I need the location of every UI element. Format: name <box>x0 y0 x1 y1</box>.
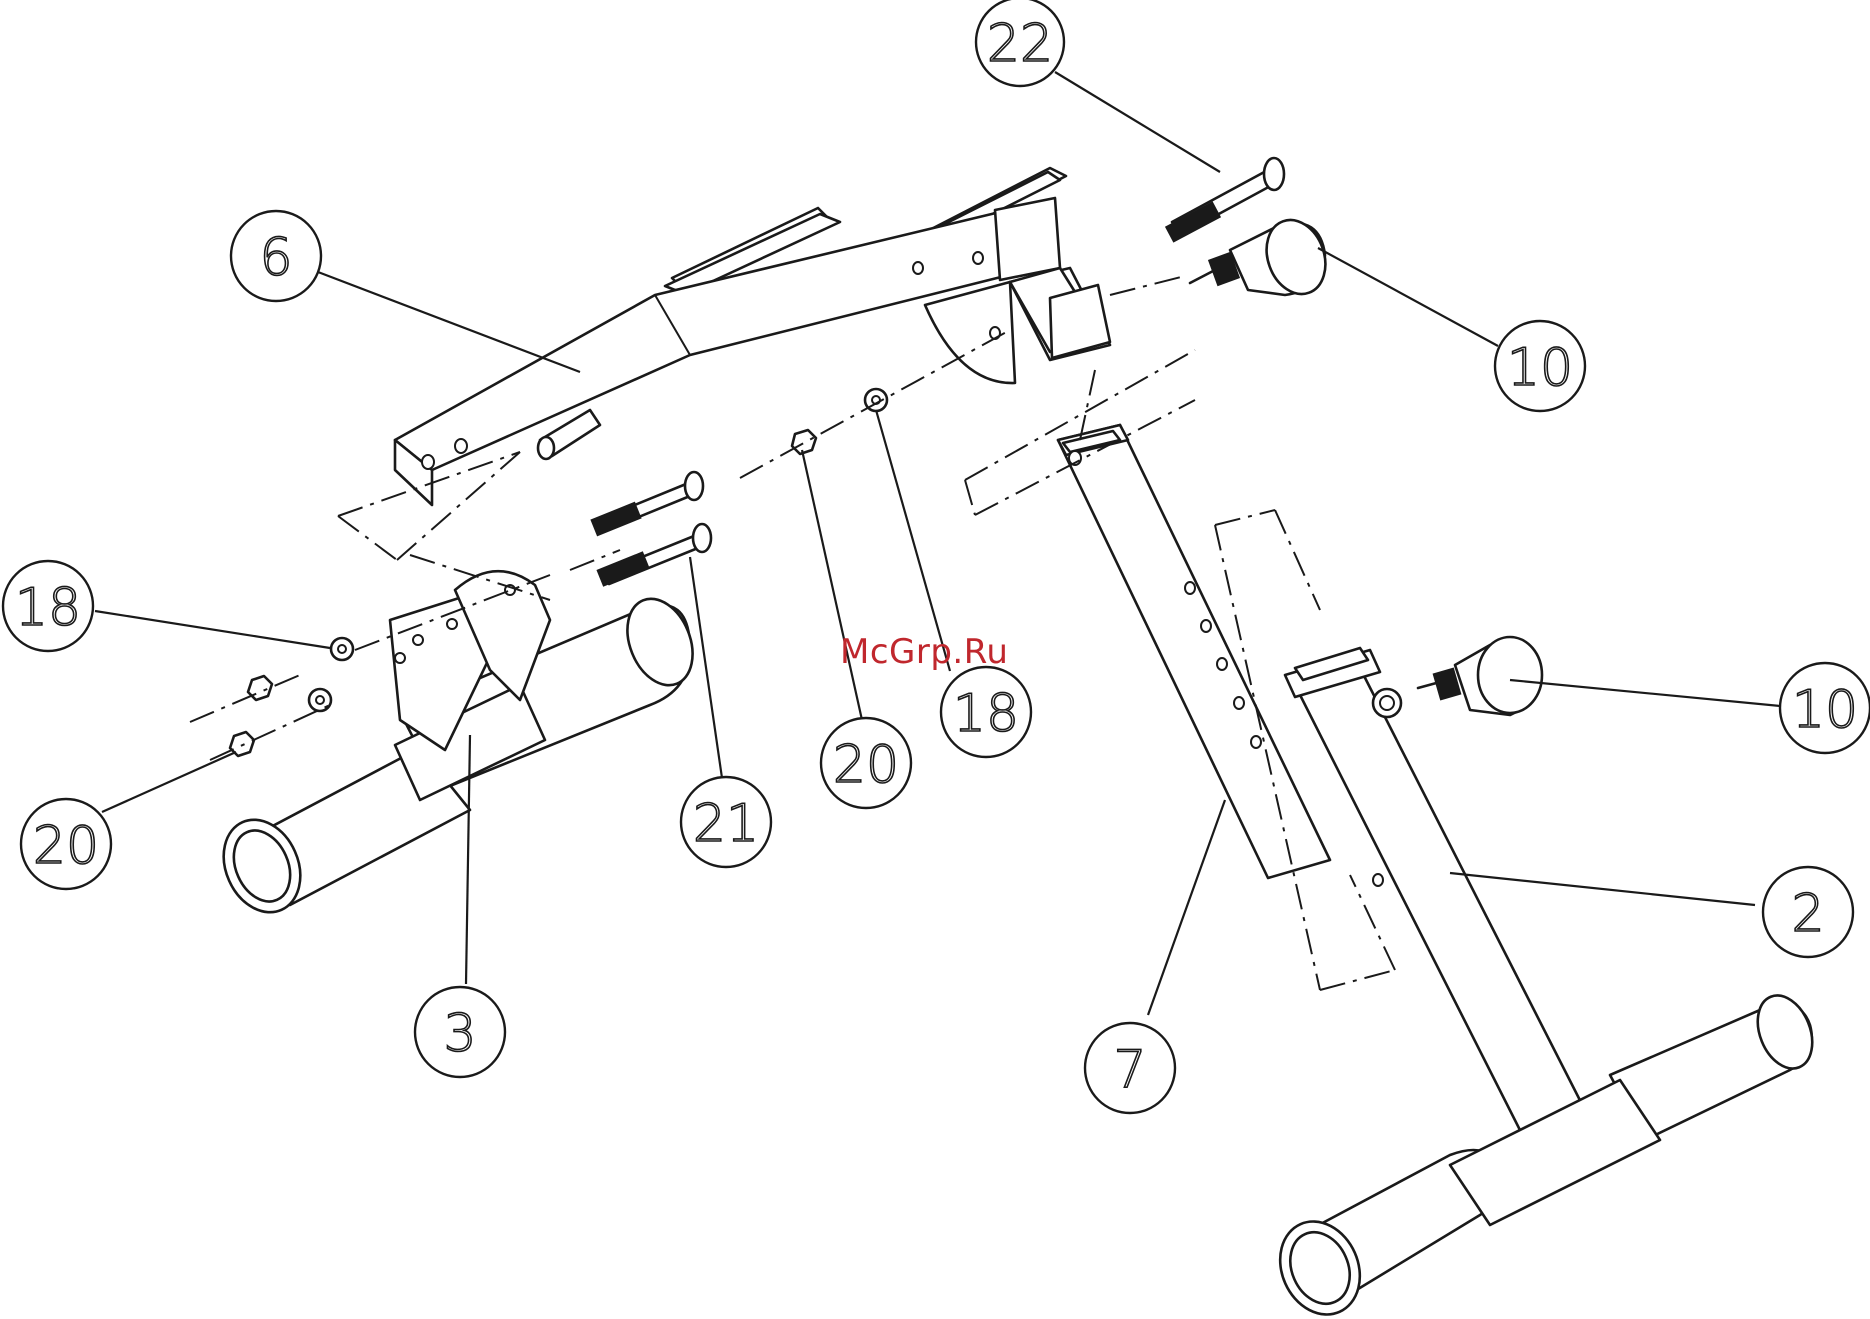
watermark-text: McGrp.Ru <box>840 632 1008 672</box>
part-7-sliding-tube <box>1058 425 1330 878</box>
callout-21: 21 <box>681 777 771 867</box>
svg-text:10: 10 <box>1792 680 1858 740</box>
callout-18-left: 18 <box>3 561 93 651</box>
svg-text:6: 6 <box>259 228 292 288</box>
callout-20-left: 20 <box>21 799 111 889</box>
part-10-knob-upper <box>1190 212 1335 303</box>
callout-3: 3 <box>415 987 505 1077</box>
callout-20-center: 20 <box>821 718 911 808</box>
svg-text:10: 10 <box>1507 338 1573 398</box>
part-6-upper-frame <box>395 168 1110 505</box>
svg-text:2: 2 <box>1791 884 1824 944</box>
svg-text:18: 18 <box>953 684 1019 744</box>
callout-6: 6 <box>231 211 321 301</box>
callout-10-lower: 10 <box>1780 663 1870 753</box>
callout-10-upper: 10 <box>1495 321 1585 411</box>
callout-2: 2 <box>1763 867 1853 957</box>
callout-22: 22 <box>976 0 1064 86</box>
svg-text:22: 22 <box>987 14 1053 74</box>
svg-text:18: 18 <box>15 578 81 638</box>
svg-text:3: 3 <box>443 1004 476 1064</box>
part-3-front-roller <box>210 571 705 924</box>
svg-text:21: 21 <box>693 794 759 854</box>
svg-text:7: 7 <box>1113 1040 1146 1100</box>
part-22-bolt <box>1165 158 1284 243</box>
part-10-knob-lower <box>1418 637 1542 715</box>
svg-text:20: 20 <box>33 816 99 876</box>
svg-text:20: 20 <box>833 735 899 795</box>
part-2-rear-frame <box>1266 648 1823 1319</box>
callout-18-center: 18 <box>941 667 1031 757</box>
callout-7: 7 <box>1085 1023 1175 1113</box>
